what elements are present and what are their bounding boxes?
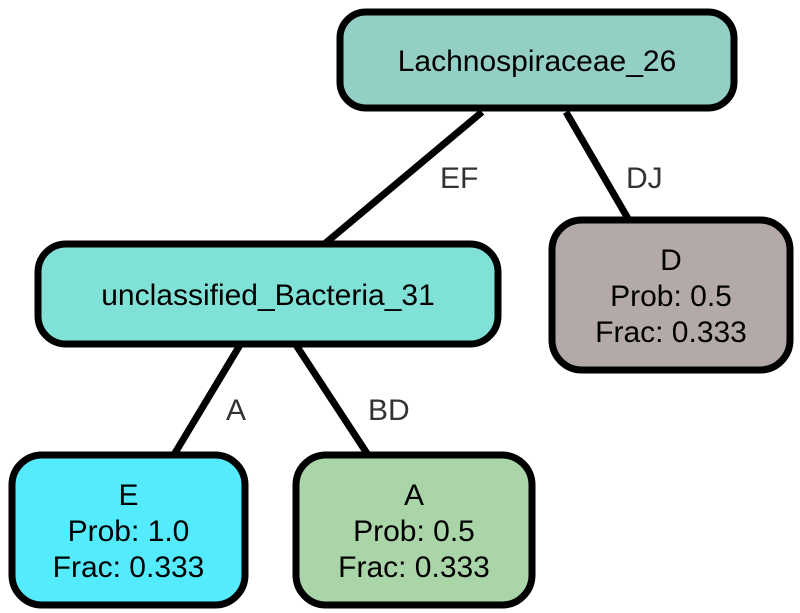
edge-label: A <box>226 394 246 427</box>
node-stat: Prob: 1.0 <box>68 515 190 548</box>
edge-unclassified-to-leaf-a <box>293 343 373 460</box>
node-stat: Frac: 0.333 <box>53 551 205 584</box>
node-box <box>336 8 738 112</box>
node-title: E <box>118 479 138 512</box>
node-title: Lachnospiraceae_26 <box>398 45 677 78</box>
node-stat: Frac: 0.333 <box>595 316 747 349</box>
node-title: D <box>660 244 682 277</box>
node-box <box>548 216 794 374</box>
node-stat: Frac: 0.333 <box>338 551 490 584</box>
edge-unclassified-to-leaf-e <box>169 343 243 460</box>
node-title: A <box>404 479 424 512</box>
node-stat: Prob: 0.5 <box>610 280 732 313</box>
node-title: unclassified_Bacteria_31 <box>101 279 435 312</box>
node-unclassified: unclassified_Bacteria_31 <box>34 240 502 348</box>
edge-label: DJ <box>626 162 663 195</box>
node-stat: Prob: 0.5 <box>353 515 475 548</box>
node-box <box>8 451 249 609</box>
edges-layer: EF DJ A BD <box>169 109 663 460</box>
edge-label: EF <box>440 162 478 195</box>
edge-root-to-unclassified <box>319 109 485 249</box>
node-box <box>34 240 502 348</box>
node-box <box>292 451 536 609</box>
edge-label: BD <box>368 394 410 427</box>
nodes-layer: Lachnospiraceae_26 unclassified_Bacteria_… <box>8 8 794 609</box>
edge-root-to-leaf-d <box>562 110 634 224</box>
node-root: Lachnospiraceae_26 <box>336 8 738 112</box>
